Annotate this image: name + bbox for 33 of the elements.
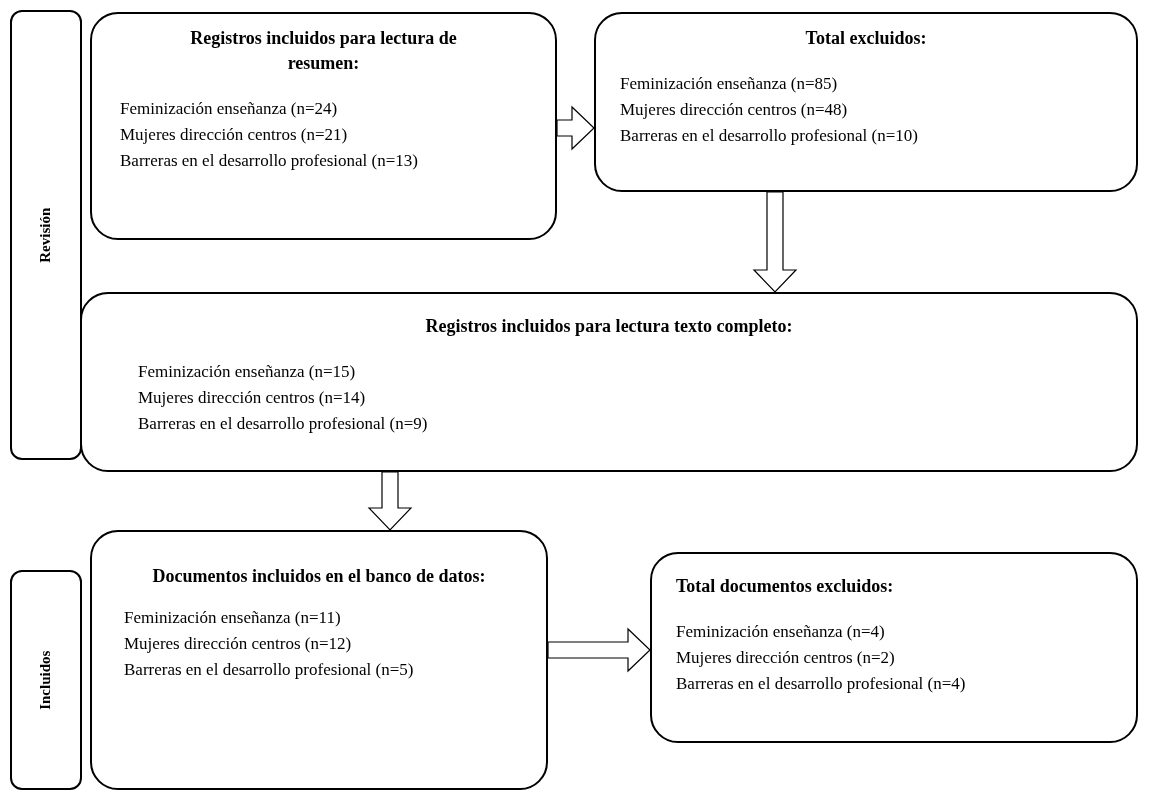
count-line: Mujeres dirección centros (n=48) [620,99,849,121]
count-line: Mujeres dirección centros (n=21) [120,124,349,146]
box-heading: Registros incluidos para lectura de resumen: [190,28,457,73]
count-line: Feminización enseñanza (n=4) [676,621,886,643]
box-heading: Total excluidos: [805,28,927,48]
count-line: Barreras en el desarrollo profesional (n=9) [138,413,429,435]
block-arrow [547,627,651,673]
count-line: Barreras en el desarrollo profesional (n=10) [620,125,919,147]
process-box [594,12,1138,192]
process-box [80,292,1138,472]
block-arrow [752,191,798,293]
count-line: Barreras en el desarrollo profesional (n=5) [124,659,415,681]
count-line: Feminización enseñanza (n=15) [138,361,357,383]
count-line: Mujeres dirección centros (n=14) [138,387,367,409]
box-heading: Registros incluidos para lectura texto completo: [425,316,793,336]
stage-label: Revisión [36,207,55,263]
count-line: Barreras en el desarrollo profesional (n=4) [676,673,967,695]
stage-band [10,570,82,790]
process-box [650,552,1138,743]
count-line: Mujeres dirección centros (n=12) [124,633,353,655]
count-line: Mujeres dirección centros (n=2) [676,647,896,669]
box-heading: Total documentos excluidos: [676,576,894,596]
count-line: Feminización enseñanza (n=85) [620,73,839,95]
count-line: Barreras en el desarrollo profesional (n=13) [120,150,419,172]
count-line: Feminización enseñanza (n=24) [120,98,339,120]
block-arrow [556,105,595,151]
process-box [90,12,557,240]
process-box [90,530,548,790]
count-line: Feminización enseñanza (n=11) [124,607,342,629]
box-heading: Documentos incluidos en el banco de datos: [152,566,486,586]
block-arrow [367,471,413,531]
stage-label: Incluidos [36,650,55,710]
stage-band [10,10,82,460]
